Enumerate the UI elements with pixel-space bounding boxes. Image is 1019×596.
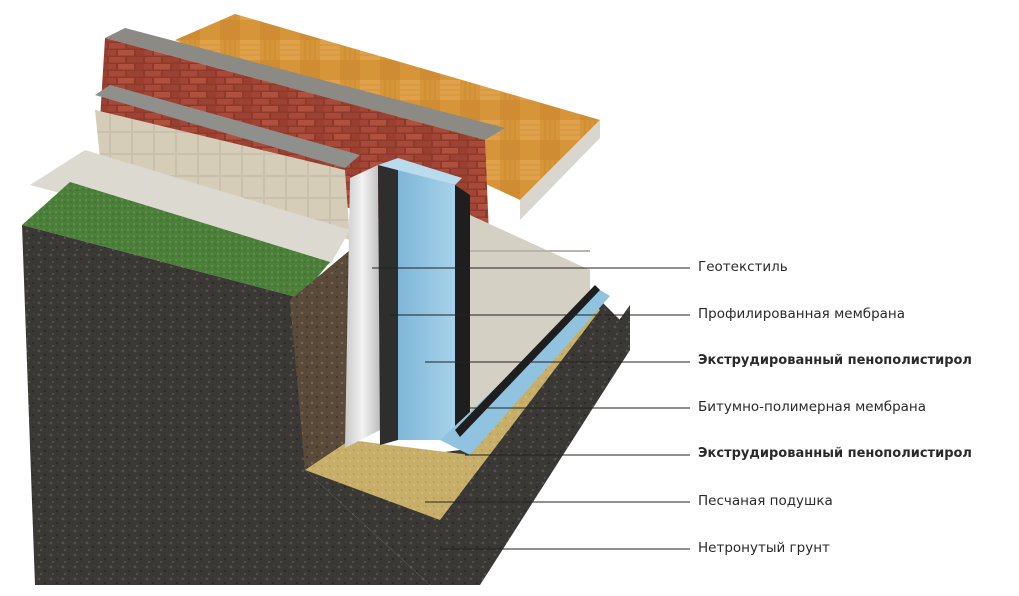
eps-vertical [398,170,455,440]
label-bitumen-membrane: Битумно-полимерная мембрана [698,399,927,415]
eps-top [378,158,462,185]
soil-front [22,225,430,585]
label-eps-horizontal: Экструдированный пенополистирол [698,446,972,461]
soil-cut [290,250,350,470]
floor-slab-edge [520,120,600,220]
label-eps-vertical: Экструдированный пенополистирол [698,353,972,368]
brick-wall-top [105,28,505,140]
plinth-tiles [95,110,350,240]
label-geotextile: Геотекстиль [698,259,788,275]
bitumen-membrane [455,185,470,440]
bitumen-horizontal [455,285,600,437]
plinth-cap [95,85,360,168]
sand-cushion [305,300,600,520]
label-profiled-membrane: Профилированная мембрана [698,306,906,322]
blind-area [30,150,350,265]
grass-surface [22,182,330,298]
eps-horizontal [440,290,610,455]
label-undisturbed-soil: Нетронутый грунт [698,540,830,556]
geotextile [345,165,380,448]
profiled-membrane [378,165,398,445]
label-sand-cushion: Песчаная подушка [698,493,833,509]
leader-lines [372,267,690,550]
